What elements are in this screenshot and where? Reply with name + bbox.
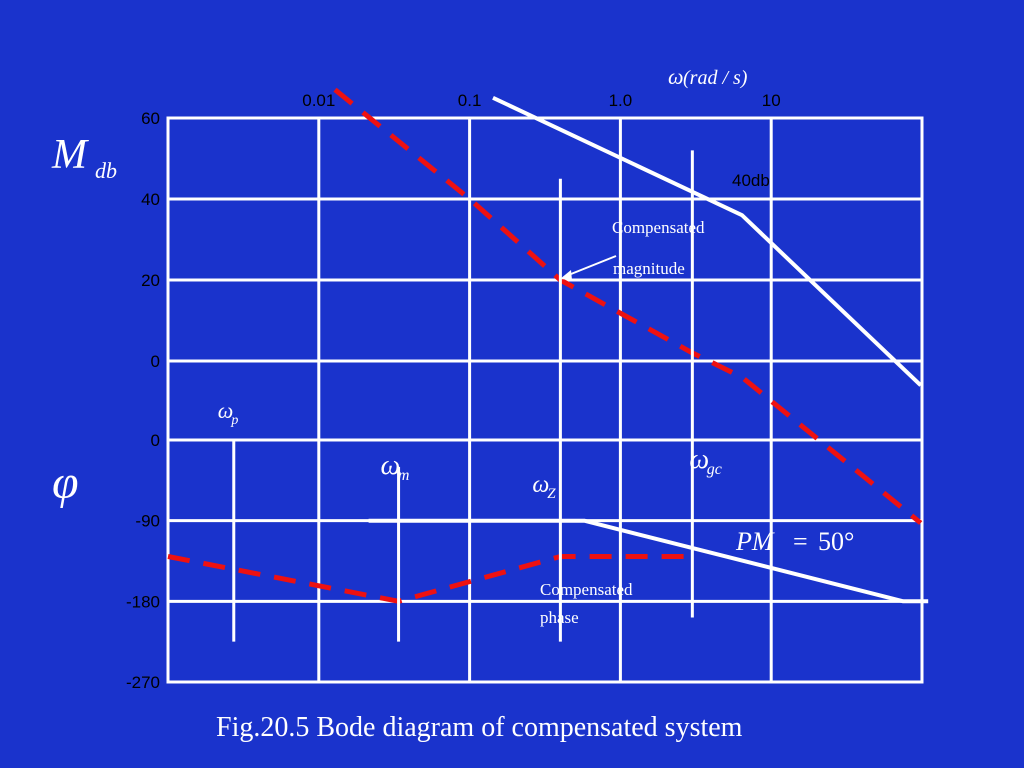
phase-tick-label-2: -180 xyxy=(126,592,160,611)
annotation-40db: 40db xyxy=(732,171,770,190)
x-tick-label-2: 1.0 xyxy=(609,91,633,110)
x-axis-label-units: (rad / s) xyxy=(683,67,748,89)
magnitude-axis-sublabel: db xyxy=(95,158,117,183)
annotation-compensated-magnitude-line1: Compensated xyxy=(612,218,705,237)
annotation-compensated-phase-line2: phase xyxy=(540,608,579,627)
x-axis-label-omega: ω xyxy=(668,64,684,89)
mag-tick-label-1: 40 xyxy=(141,190,160,209)
mag-tick-label-0: 60 xyxy=(141,109,160,128)
magnitude-axis-label: M xyxy=(51,132,89,178)
marker-label-omega_m: ω xyxy=(381,450,401,481)
x-tick-label-0: 0.01 xyxy=(302,91,335,110)
figure-caption: Fig.20.5 Bode diagram of compensated sys… xyxy=(216,712,743,743)
mag-tick-label-2: 20 xyxy=(141,271,160,290)
x-tick-label-1: 0.1 xyxy=(458,91,482,110)
mag-tick-label-3: 0 xyxy=(151,352,160,371)
marker-sublabel-omega_gc: gc xyxy=(707,461,722,478)
annotation-compensated-phase-line1: Compensated xyxy=(540,580,633,599)
x-tick-label-3: 10 xyxy=(762,91,781,110)
marker-label-omega_p: ω xyxy=(218,398,234,423)
series-mag_comp xyxy=(333,87,923,525)
series-layer xyxy=(167,87,929,604)
phase-margin-value: 50° xyxy=(818,527,854,556)
phase-tick-label-0: 0 xyxy=(151,431,160,450)
marker-label-omega_z: ω xyxy=(532,472,549,498)
annotation-compensated-magnitude-line2: magnitude xyxy=(613,259,685,278)
series-phase_uncomp xyxy=(368,518,929,604)
phase-tick-label-3: -270 xyxy=(126,673,160,692)
tick-labels: 0.01 0.1 1.0 10 60 40 20 0 0 -90 -180 -270 xyxy=(126,91,781,692)
marker-sublabel-omega_m: m xyxy=(398,467,410,484)
phase-margin-label: PM xyxy=(735,527,775,556)
plot-frame xyxy=(166,116,924,684)
series-mag_uncomp xyxy=(492,95,923,387)
marker-sublabel-omega_p: p xyxy=(230,413,238,428)
annotation-arrow xyxy=(560,255,617,280)
phase-axis-label: φ xyxy=(52,456,79,509)
phase-tick-label-1: -90 xyxy=(135,512,160,531)
marker-label-omega_gc: ω xyxy=(689,444,709,475)
phase-margin-equals: = xyxy=(793,527,808,556)
marker-sublabel-omega_z: Z xyxy=(547,486,556,502)
